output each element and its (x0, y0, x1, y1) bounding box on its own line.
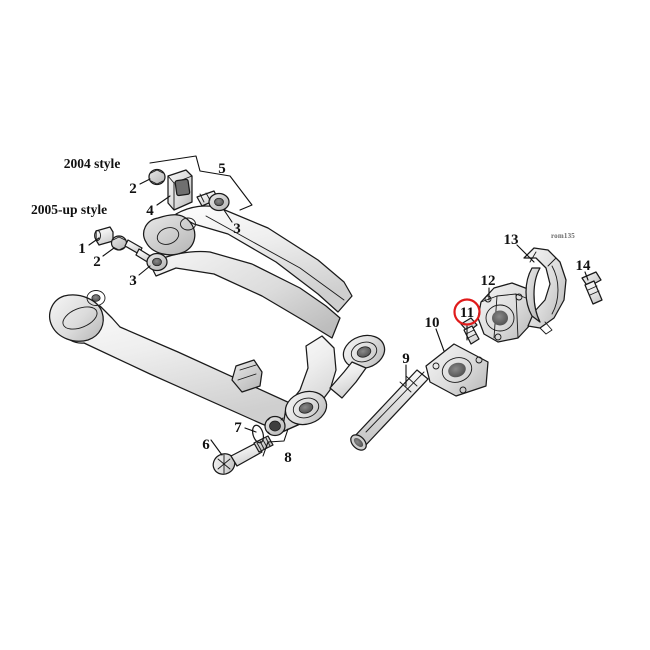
part-9-pivot-shaft-tube (350, 369, 429, 451)
part-6-flange-bolt (212, 435, 274, 475)
part-2-acorn-nut-2004 (148, 168, 166, 186)
part-8-bushing-seal (264, 415, 286, 437)
callout-7: 7 (234, 420, 242, 436)
bracket-5 (149, 155, 253, 211)
part-4-bracket-block (167, 169, 193, 211)
part-3-pivot-bolt-2004 (196, 190, 230, 212)
callout-11: 11 (460, 305, 474, 321)
callout-1: 1 (78, 241, 86, 257)
part-13-clamp-bracket (523, 247, 567, 335)
part-1-spacer-sleeve (94, 226, 114, 246)
callout-13: 13 (504, 232, 519, 248)
bracket-annotations (149, 155, 289, 457)
leader-lines (88, 178, 589, 456)
label-2004-style: 2004 style (64, 156, 121, 171)
watermark-label: rom135 (551, 232, 575, 240)
callout-5: 5 (218, 161, 226, 177)
part-14-hex-bolt (581, 271, 603, 305)
swingarm-body (49, 205, 386, 433)
bracket-8 (262, 428, 289, 457)
callout-6: 6 (202, 437, 210, 453)
callout-3a: 3 (129, 273, 137, 289)
callout-8: 8 (284, 450, 292, 466)
callout-14: 14 (576, 258, 592, 274)
callout-9: 9 (402, 351, 410, 367)
highlight-ring-11 (453, 298, 481, 326)
callout-2a: 2 (93, 254, 101, 270)
part-12-bearing-housing (477, 282, 535, 343)
callout-4: 4 (146, 203, 154, 219)
callout-2b: 2 (129, 181, 137, 197)
label-2005-up-style: 2005-up style (31, 202, 107, 217)
callout-10: 10 (425, 315, 440, 331)
callout-12: 12 (481, 273, 496, 289)
callout-3b: 3 (233, 221, 241, 237)
part-3-pivot-bolt-2005 (124, 239, 168, 272)
part-10-flange-gasket (425, 343, 489, 397)
part-7-o-ring (251, 424, 265, 444)
